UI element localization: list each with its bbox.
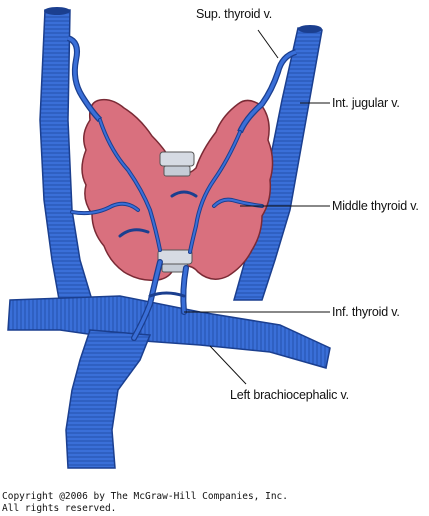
superior-thyroid-vein-right-inner: [67, 36, 102, 122]
inferior-thyroid-veins: [131, 259, 189, 341]
left-ij-opening: [298, 25, 322, 33]
label-int-jugular-vein: Int. jugular v.: [332, 96, 400, 110]
copyright-line-2: All rights reserved.: [2, 503, 116, 514]
left-brachiocephalic-vein: [65, 329, 152, 469]
thyroid-surface-veins: [70, 118, 264, 254]
superior-thyroid-vein-left-inner: [238, 50, 297, 133]
label-left-brachiocephalic-vein: Left brachiocephalic v.: [230, 388, 349, 402]
label-sup-thyroid-vein: Sup. thyroid v.: [196, 7, 272, 21]
label-inf-thyroid-vein: Inf. thyroid v.: [332, 305, 400, 319]
leader-left-brachiocephalic: [209, 345, 247, 385]
leader-sup-thyroid: [257, 29, 279, 59]
label-middle-thyroid-vein: Middle thyroid v.: [332, 199, 419, 213]
copyright-line-1: Copyright @2006 by The McGraw-Hill Compa…: [2, 491, 288, 502]
trachea: [157, 151, 195, 273]
right-ij-opening: [44, 7, 70, 15]
brachiocephalic-trunk: [7, 295, 331, 369]
